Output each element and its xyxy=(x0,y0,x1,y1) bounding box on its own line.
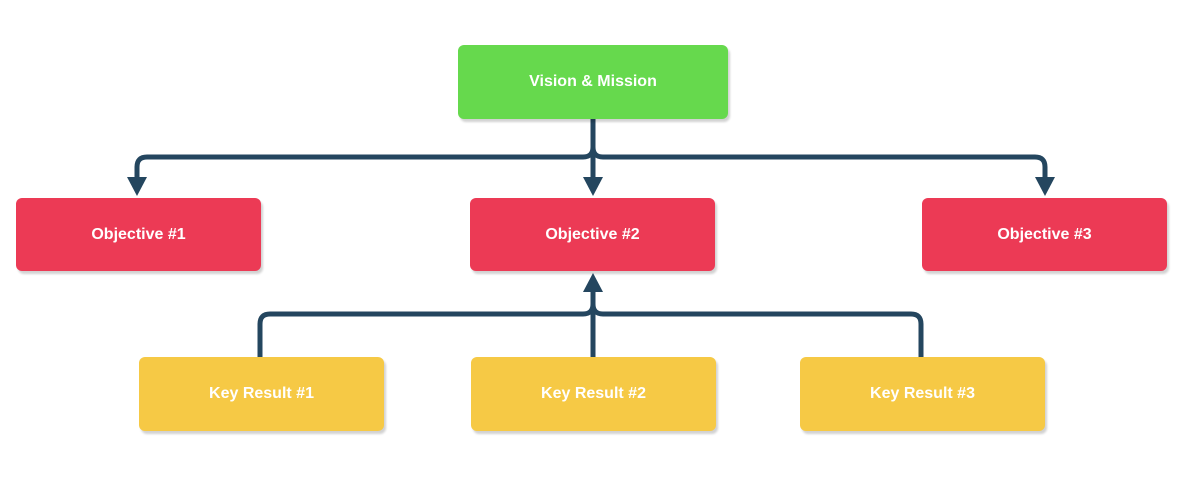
connector-key-result-1-to-objective-2 xyxy=(257,289,596,357)
vision-mission-node: Vision & Mission xyxy=(458,45,728,119)
objective-1-node: Objective #1 xyxy=(16,198,261,271)
arrowhead-into-objective-2-bottom xyxy=(583,273,603,292)
vision-mission-label: Vision & Mission xyxy=(529,73,657,90)
arrowhead-objective-1 xyxy=(127,177,147,196)
objective-1-label: Objective #1 xyxy=(91,225,186,243)
connector-key-result-3-to-objective-2 xyxy=(590,289,924,357)
arrowhead-objective-2 xyxy=(583,177,603,196)
arrowhead-objective-3 xyxy=(1035,177,1055,196)
connector-vision-to-objective-3 xyxy=(590,119,1048,180)
objective-2-node: Objective #2 xyxy=(470,198,715,271)
objective-3-label: Objective #3 xyxy=(997,225,1092,243)
key-result-3-label: Key Result #3 xyxy=(870,385,975,402)
key-result-1-node: Key Result #1 xyxy=(139,357,384,431)
key-result-1-label: Key Result #1 xyxy=(209,385,314,402)
objective-2-label: Objective #2 xyxy=(545,225,640,243)
connector-vision-to-objective-1 xyxy=(134,119,596,180)
key-result-2-label: Key Result #2 xyxy=(541,385,646,402)
key-result-3-node: Key Result #3 xyxy=(800,357,1045,431)
key-result-2-node: Key Result #2 xyxy=(471,357,716,431)
objective-3-node: Objective #3 xyxy=(922,198,1167,271)
